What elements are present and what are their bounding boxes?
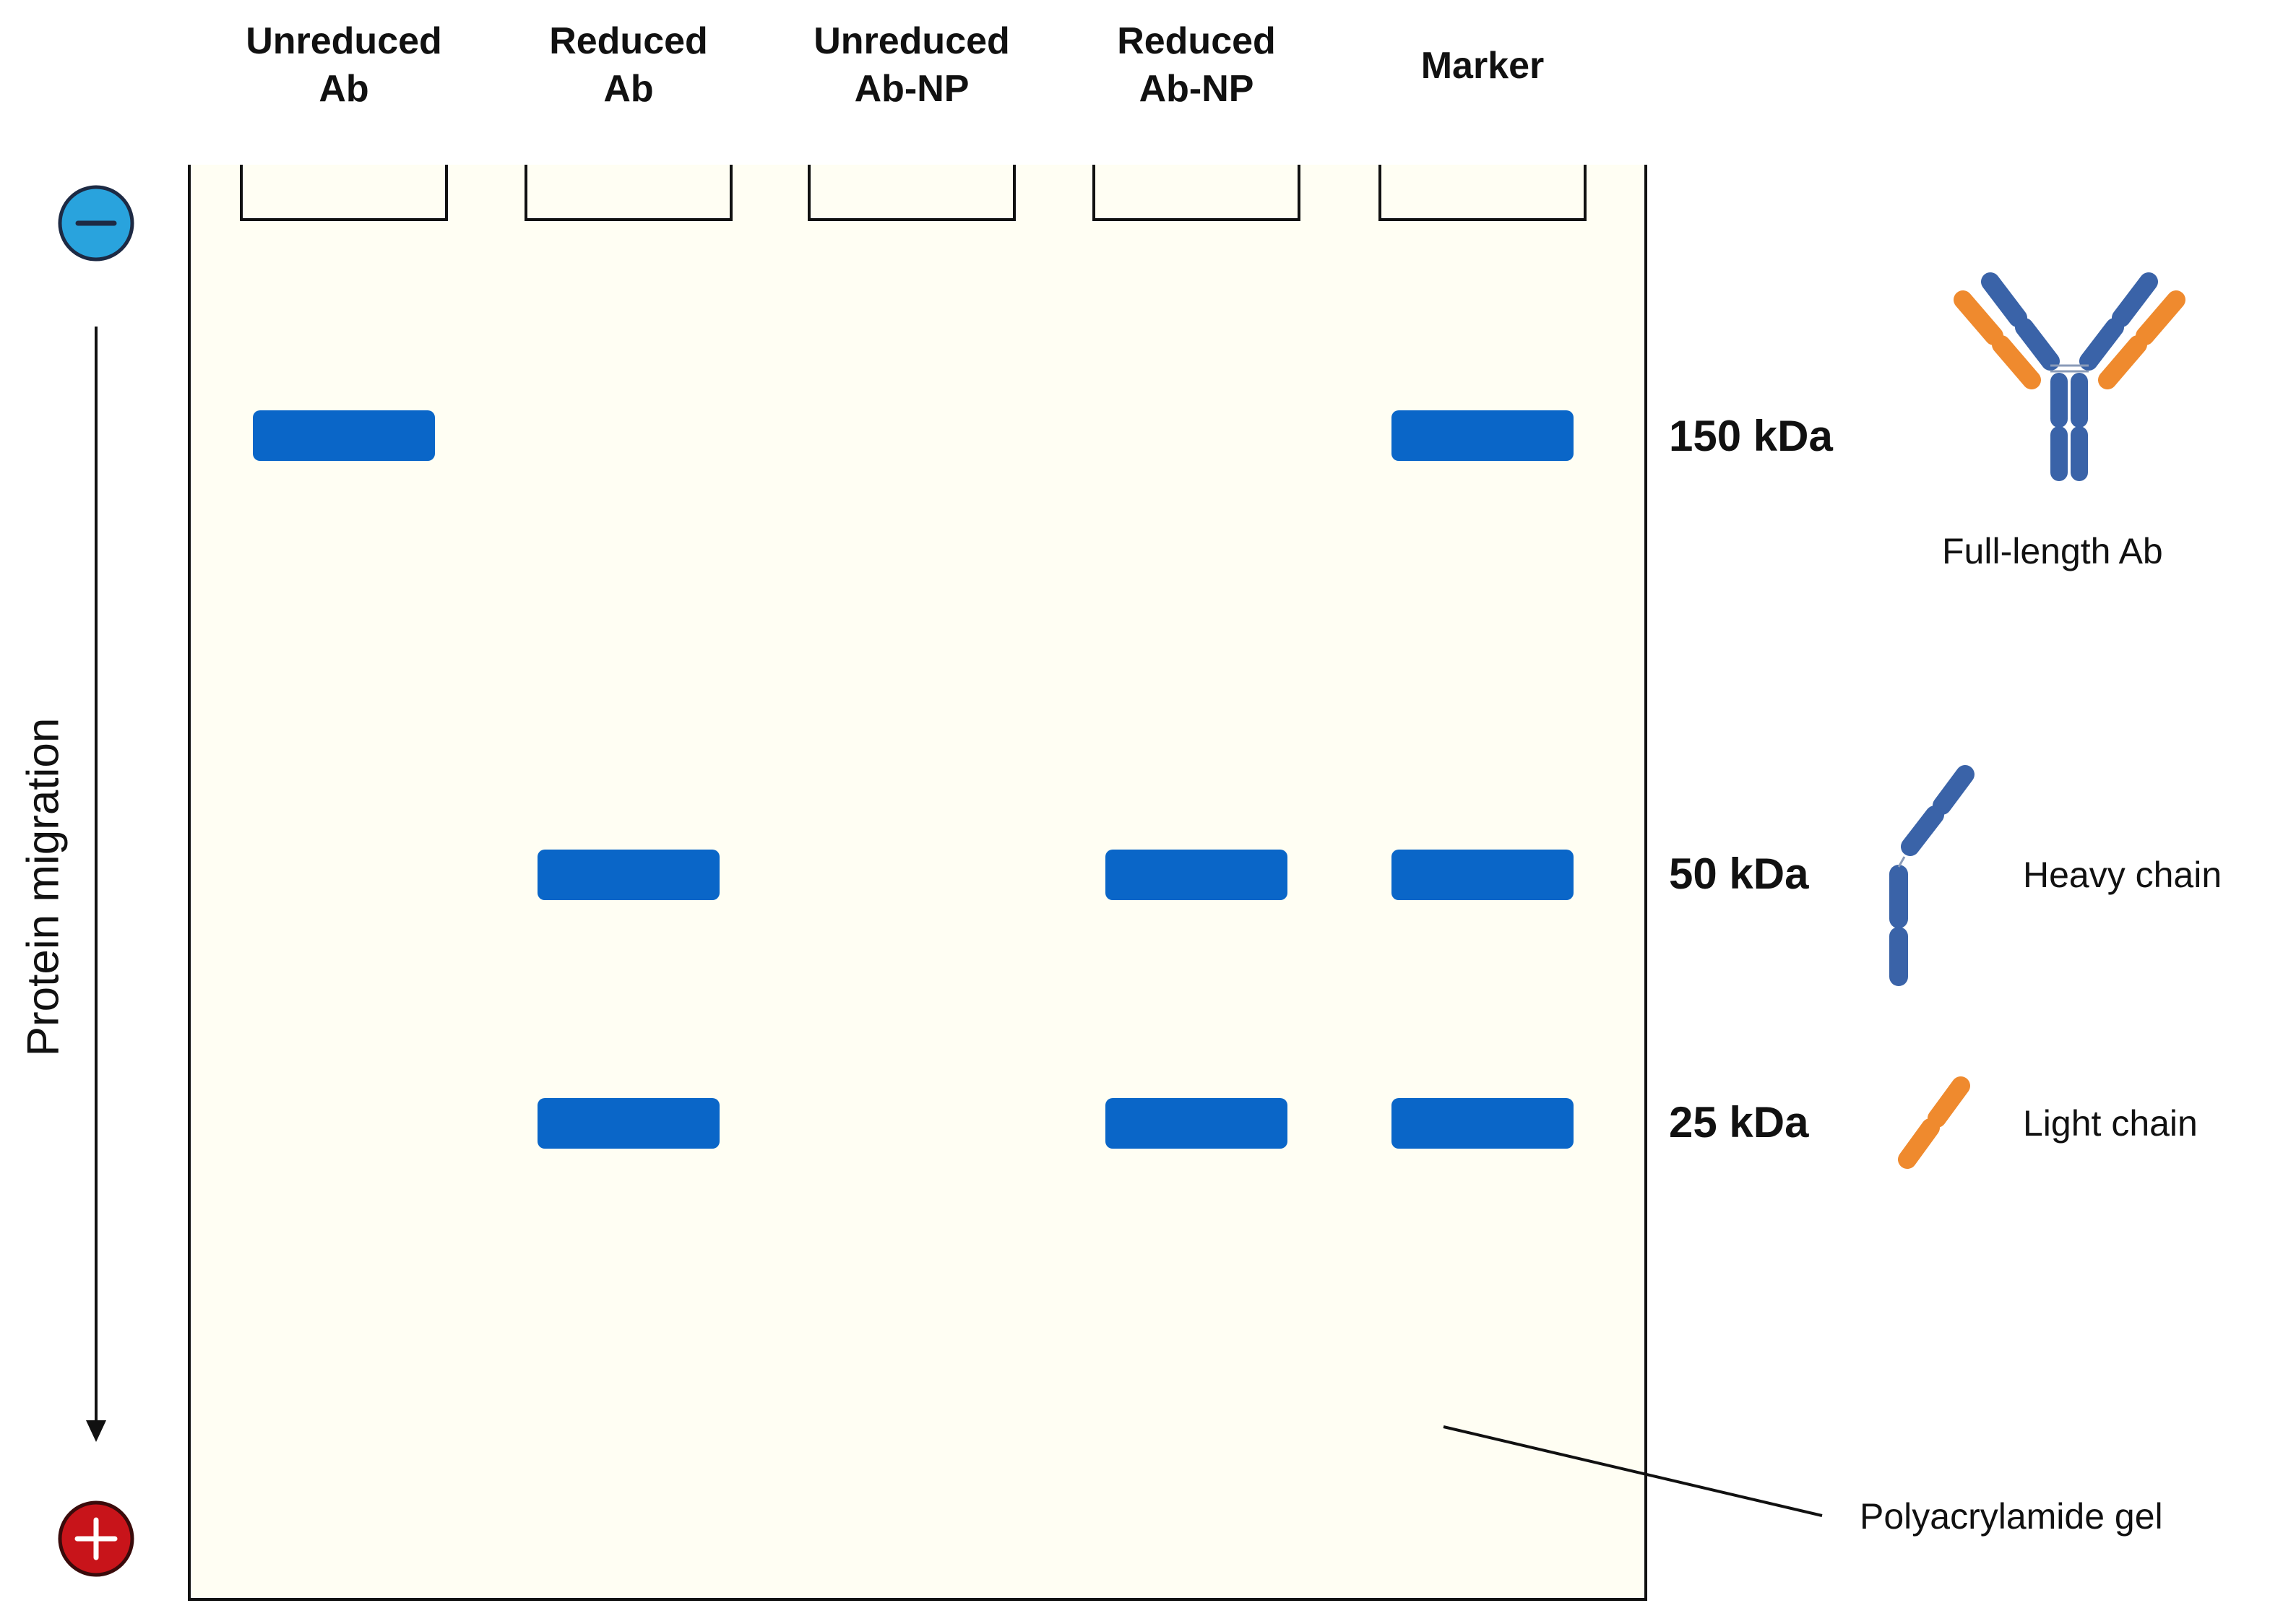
lane-label-line: Ab-NP <box>854 68 970 110</box>
band-reduced-ab-50kda <box>538 850 720 900</box>
bands-group <box>253 410 1574 1149</box>
gel-label-pointer <box>1443 1425 1823 1517</box>
size-label-25: 25 kDa <box>1669 1098 1809 1146</box>
lane-label-line: Ab <box>319 68 369 110</box>
legend-heavy-chain: Heavy chain <box>2023 855 2222 895</box>
well-unreduced-ab <box>240 165 448 221</box>
lane-label-line: Ab-NP <box>1139 68 1254 110</box>
lane-label-line: Ab <box>603 68 654 110</box>
well-reduced-ab-np <box>1092 165 1300 221</box>
lane-label-line: Marker <box>1420 45 1545 87</box>
well-unreduced-ab-np <box>808 165 1016 221</box>
well-marker <box>1378 165 1587 221</box>
band-marker-50kda <box>1391 850 1574 900</box>
full-length-antibody-icon <box>1954 272 2185 481</box>
band-marker-25kda <box>1391 1098 1574 1149</box>
band-reduced-ab-25kda <box>538 1098 720 1149</box>
band-unreduced-ab-150kda <box>253 410 435 461</box>
positive-electrode <box>58 1500 134 1577</box>
lane-label-marker: Marker <box>1345 42 1620 90</box>
lane-label-line: Unreduced <box>246 20 442 62</box>
lane-label-line: Reduced <box>1117 20 1276 62</box>
wells-group <box>240 165 1587 221</box>
size-label-150: 150 kDa <box>1669 412 1833 460</box>
negative-electrode <box>58 185 134 262</box>
legend-light-chain: Light chain <box>2023 1103 2198 1144</box>
well-reduced-ab <box>525 165 733 221</box>
gel-outline <box>188 165 1647 1601</box>
lane-label-line: Unreduced <box>814 20 1010 62</box>
protein-migration-label: Protein migration <box>18 717 69 1057</box>
lane-label-line: Reduced <box>549 20 708 62</box>
band-marker-150kda <box>1391 410 1574 461</box>
plus-icon <box>74 1517 118 1560</box>
size-label-50: 50 kDa <box>1669 850 1809 898</box>
migration-arrow <box>86 327 106 1442</box>
light-chain-icon <box>1898 1076 1970 1169</box>
heavy-chain-icon <box>1889 765 1975 986</box>
legend-full-length-ab: Full-length Ab <box>1942 531 2163 571</box>
gel-label: Polyacrylamide gel <box>1860 1496 2163 1537</box>
band-reduced-ab-np-25kda <box>1105 1098 1287 1149</box>
band-reduced-ab-np-50kda <box>1105 850 1287 900</box>
